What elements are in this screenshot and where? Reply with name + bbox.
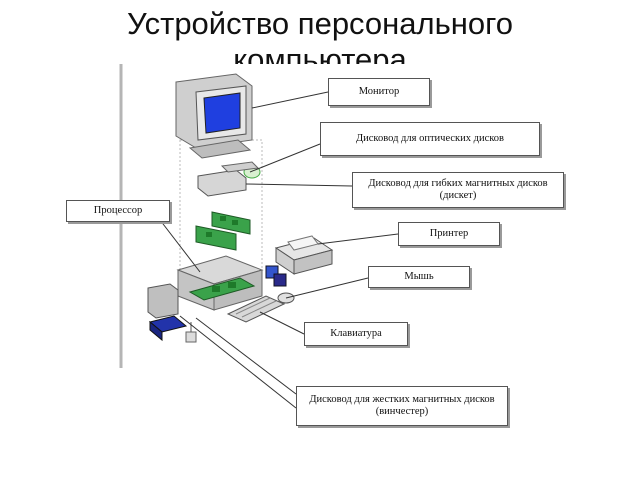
connector-lines [159, 91, 399, 409]
label-processor: Процессор [66, 200, 170, 222]
label-floppy-drive: Дисковод для гибких магнитных дисков (ди… [352, 172, 564, 208]
hard-drive-image [147, 283, 197, 343]
label-optical-drive: Дисковод для оптических дисков [320, 122, 540, 156]
title-line-1: Устройство персонального [127, 6, 513, 41]
label-hard-drive: Дисковод для жестких магнитных дисков (в… [296, 386, 508, 426]
drives-image [197, 161, 261, 197]
label-printer: Принтер [398, 222, 500, 246]
monitor-image [175, 73, 253, 159]
motherboard-image [176, 255, 264, 311]
label-keyboard: Клавиатура [304, 322, 408, 346]
label-monitor: Монитор [328, 78, 430, 106]
slide-title: Устройство персонального компьютера [0, 6, 640, 64]
printer-image [274, 235, 334, 275]
expansion-cards-image [195, 211, 251, 251]
floppy-disks-image [265, 265, 287, 287]
title-line-2: компьютера [233, 42, 407, 64]
keyboard-image [226, 295, 286, 323]
label-mouse: Мышь [368, 266, 470, 288]
